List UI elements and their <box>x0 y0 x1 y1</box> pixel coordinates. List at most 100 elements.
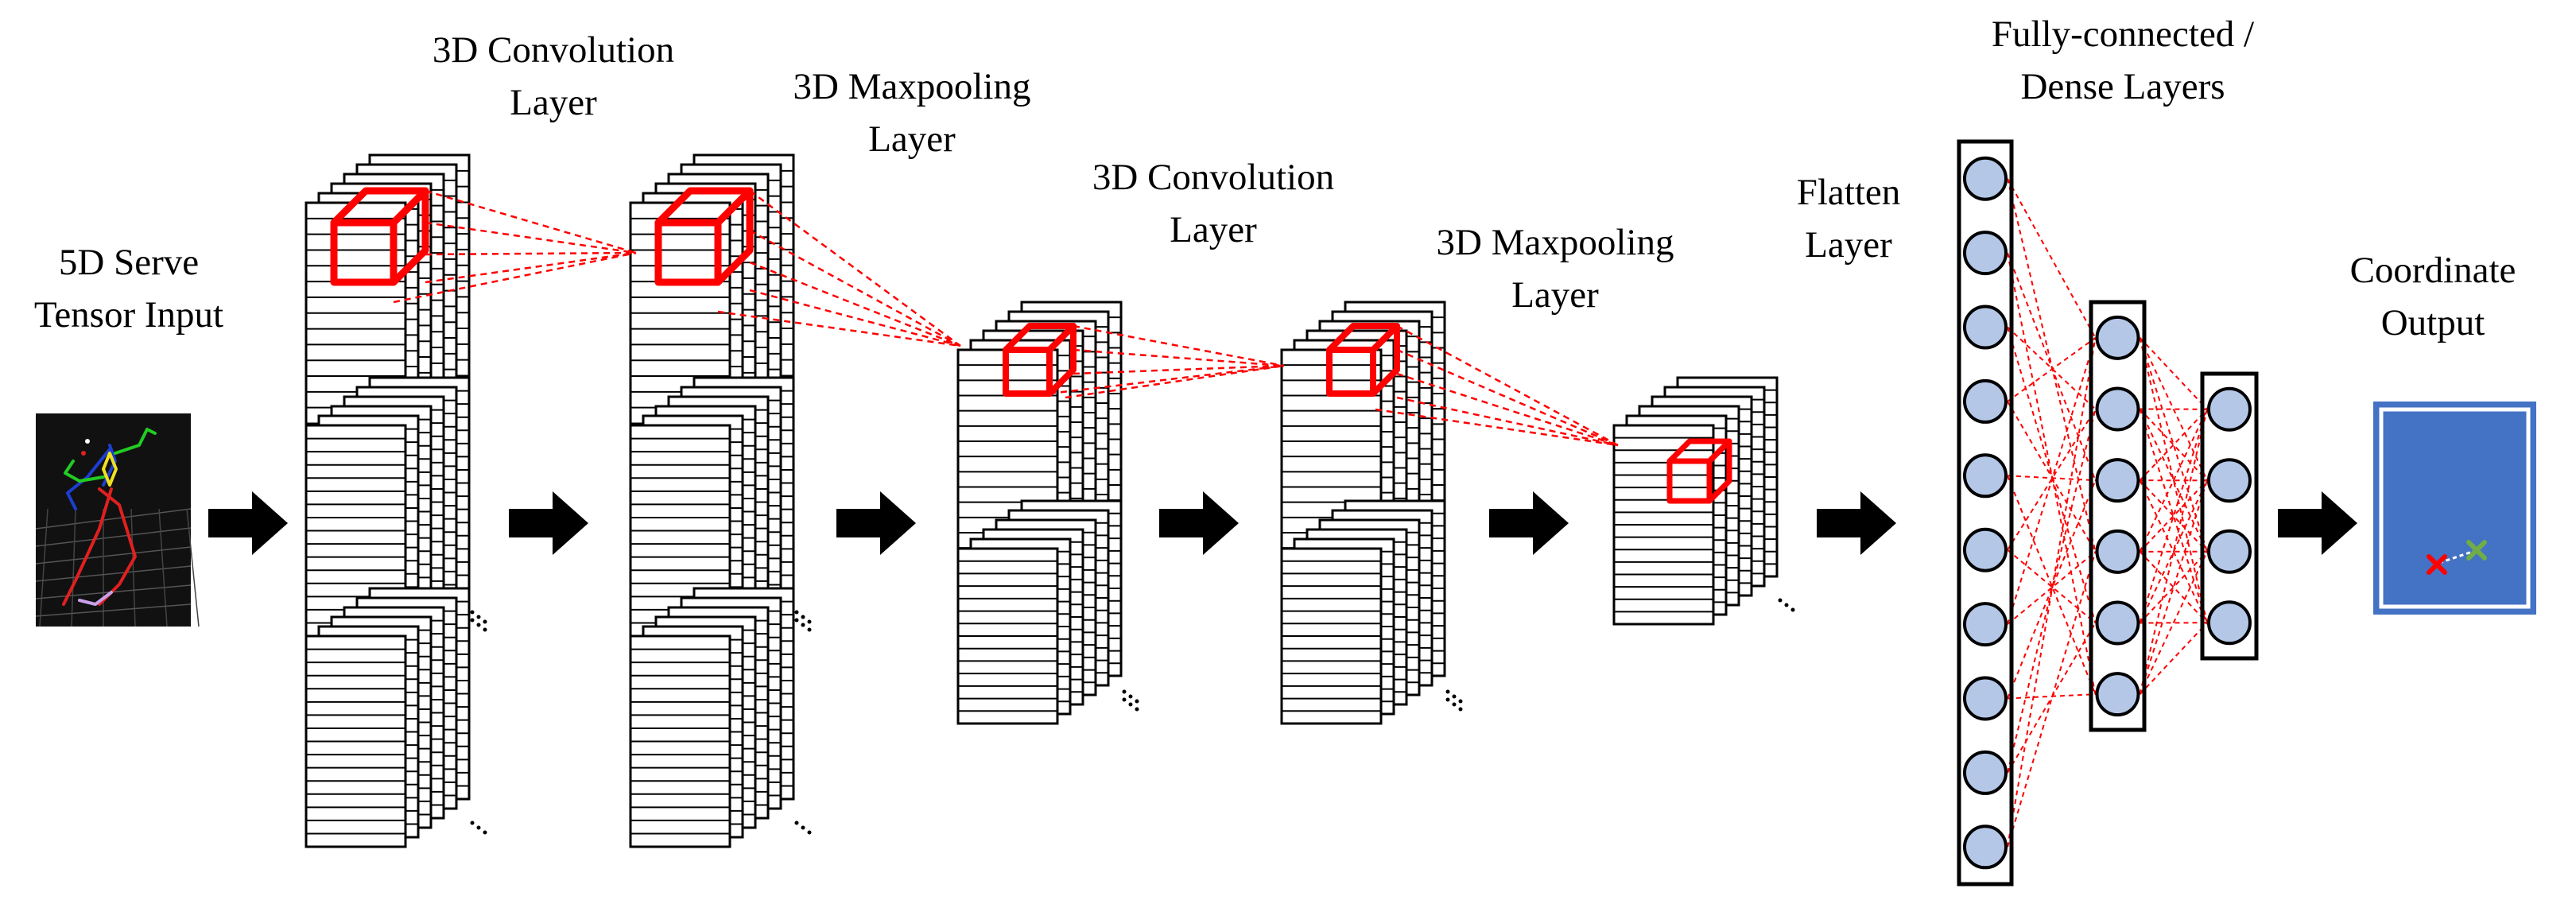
floor-grid-line <box>130 508 136 627</box>
pose-keypoint <box>85 439 90 444</box>
coordinate-output-box <box>2373 402 2536 615</box>
dense-connection <box>2007 409 2097 774</box>
neuron <box>2095 386 2140 432</box>
dense-connection <box>2007 475 2096 482</box>
kernel-link <box>393 251 637 304</box>
feature-map-stack <box>305 587 487 848</box>
pose-head <box>102 452 118 487</box>
feature-map-sheet <box>305 634 407 848</box>
right-arrow-icon <box>1817 491 1896 555</box>
ellipsis-dot <box>794 610 799 615</box>
kernel-connections <box>393 189 1619 447</box>
ellipsis-dot <box>1784 603 1789 607</box>
output-frame <box>2373 402 2536 615</box>
dense-layer-box <box>1957 139 2014 887</box>
ellipsis-dot <box>1122 689 1127 694</box>
target-cross-icon <box>2466 540 2487 561</box>
ellipsis-dot <box>1122 697 1127 702</box>
dense-layer-box <box>2089 300 2147 732</box>
kernel-link <box>1065 364 1285 399</box>
dense-layer-box <box>2200 371 2259 661</box>
floor-grid-line <box>35 508 192 530</box>
dense-connection <box>2007 551 2097 848</box>
pose-image-background <box>36 413 191 627</box>
kernel-link <box>425 251 637 284</box>
kernel-link <box>425 221 637 254</box>
ellipsis-dot <box>1790 607 1795 612</box>
ellipsis-dot <box>794 821 799 825</box>
dense-connection <box>2139 409 2208 481</box>
dense-connection <box>2139 337 2208 481</box>
neuron <box>1963 305 2008 350</box>
pose-arm-blue <box>66 448 111 510</box>
conv2-feature-maps <box>956 301 1139 725</box>
dense-connection <box>2139 337 2208 553</box>
ellipsis-dot <box>1458 707 1463 712</box>
dense-connection <box>2007 479 2097 699</box>
right-arrow-icon <box>208 491 288 555</box>
floor-grid-line <box>35 546 192 565</box>
ellipsis-dot <box>1128 702 1133 707</box>
feature-map-sheet <box>1612 424 1715 626</box>
dense-connection <box>2139 337 2208 410</box>
dense-connection <box>2139 479 2208 553</box>
dense-connection <box>2007 475 2097 695</box>
kernel-link <box>1375 408 1619 447</box>
ellipsis-dot <box>476 623 481 627</box>
predicted-cross-icon <box>2427 554 2447 575</box>
neuron <box>2095 600 2140 646</box>
neuron <box>1963 824 2008 870</box>
feature-map-stack <box>629 587 812 848</box>
dense-connection <box>2007 337 2097 848</box>
pose-leg-right <box>98 487 137 606</box>
flow-arrows <box>208 491 2357 555</box>
right-arrow-icon <box>2278 491 2357 555</box>
ellipsis-dot <box>1452 694 1457 699</box>
neuron <box>2207 600 2252 646</box>
output-inner-border <box>2379 407 2531 609</box>
dense-connection <box>2139 551 2208 624</box>
ellipsis-dot <box>470 610 475 615</box>
kernel-link <box>425 251 637 256</box>
feature-map-sheet <box>956 547 1059 725</box>
floor-grid-line <box>71 508 76 627</box>
dense-connection <box>2139 409 2208 623</box>
dense-connection <box>2007 327 2097 623</box>
kernel-link <box>425 189 637 254</box>
pose-arm-right <box>114 428 157 455</box>
kernel-link <box>1073 364 1285 375</box>
dense-layers <box>1957 139 2259 887</box>
floor-grid-line <box>35 565 192 582</box>
kernel-link <box>1049 364 1285 395</box>
ellipsis-dot <box>801 825 805 830</box>
kernel-link <box>1396 324 1619 447</box>
neuron <box>1963 676 2008 721</box>
neuron <box>1963 453 2008 499</box>
ellipsis-dot <box>801 615 805 619</box>
ellipsis-dot <box>470 618 475 623</box>
dense-connection <box>2007 337 2097 402</box>
ellipsis-dot <box>476 615 481 619</box>
ellipsis-dot <box>1135 699 1139 704</box>
neuron <box>1963 602 2008 647</box>
ellipsis-dot <box>476 825 481 830</box>
dense-connection <box>2139 622 2208 695</box>
ellipsis-dot <box>1445 689 1450 694</box>
floor-grid-line <box>39 508 48 627</box>
ellipsis-dot <box>1452 702 1457 707</box>
kernel-link <box>1396 372 1619 447</box>
ellipsis-dot <box>1778 598 1783 603</box>
floor-grid-line <box>35 527 192 547</box>
feature-map-stack <box>305 376 487 638</box>
dense-connection <box>2007 549 2097 624</box>
pool2-feature-maps <box>1280 301 1795 725</box>
neuron <box>2207 386 2252 432</box>
right-arrow-icon <box>509 491 588 555</box>
ellipsis-dot <box>483 830 487 835</box>
floor-grid-line <box>158 508 168 627</box>
dense-connection <box>2007 337 2097 625</box>
